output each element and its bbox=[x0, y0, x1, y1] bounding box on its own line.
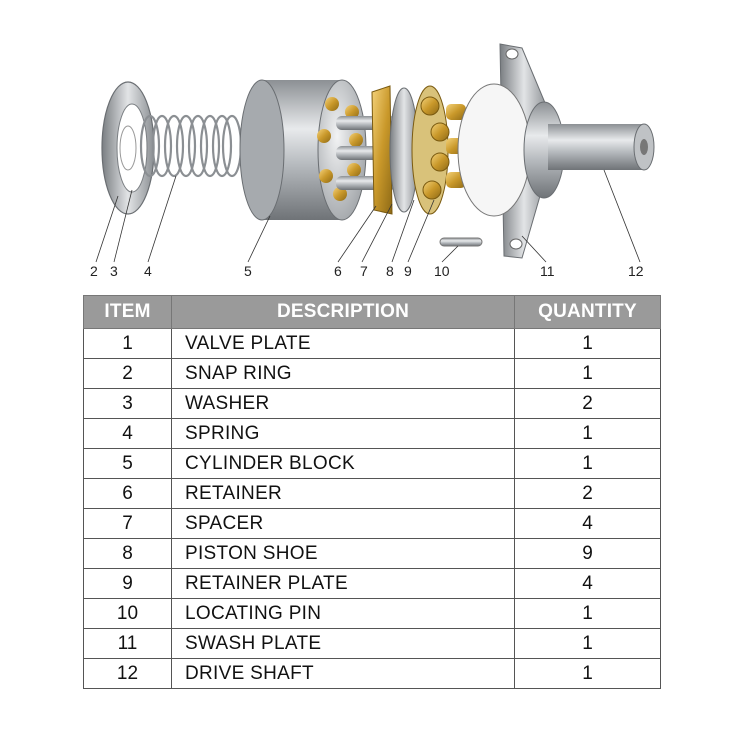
header-item: ITEM bbox=[83, 295, 172, 329]
cell-item: 2 bbox=[83, 358, 172, 389]
cell-item: 10 bbox=[83, 598, 172, 629]
callout-7: 7 bbox=[360, 263, 368, 279]
cell-description: RETAINER PLATE bbox=[171, 568, 515, 599]
cell-description: SPRING bbox=[171, 418, 515, 449]
cell-item: 9 bbox=[83, 568, 172, 599]
cell-quantity: 1 bbox=[514, 448, 661, 479]
cell-item: 12 bbox=[83, 658, 172, 689]
spring-part bbox=[139, 114, 243, 178]
cell-quantity: 1 bbox=[514, 358, 661, 389]
drive-shaft-part bbox=[523, 101, 655, 199]
cell-item: 3 bbox=[83, 388, 172, 419]
cell-quantity: 1 bbox=[514, 628, 661, 659]
cell-item: 4 bbox=[83, 418, 172, 449]
callout-11: 11 bbox=[540, 263, 555, 279]
callout-5: 5 bbox=[244, 263, 252, 279]
cell-quantity: 1 bbox=[514, 598, 661, 629]
cell-description: WASHER bbox=[171, 388, 515, 419]
header-description: DESCRIPTION bbox=[171, 295, 515, 329]
header-quantity: QUANTITY bbox=[514, 295, 661, 329]
leader-lines bbox=[95, 169, 641, 263]
table-header-row: ITEM DESCRIPTION QUANTITY bbox=[83, 295, 661, 329]
cell-quantity: 4 bbox=[514, 508, 661, 539]
cell-quantity: 2 bbox=[514, 478, 661, 509]
cell-quantity: 4 bbox=[514, 568, 661, 599]
cell-item: 7 bbox=[83, 508, 172, 539]
cell-description: SWASH PLATE bbox=[171, 628, 515, 659]
cell-item: 1 bbox=[83, 328, 172, 359]
cell-quantity: 1 bbox=[514, 328, 661, 359]
callout-2: 2 bbox=[90, 263, 98, 279]
callout-12: 12 bbox=[628, 263, 644, 279]
cell-description: CYLINDER BLOCK bbox=[171, 448, 515, 479]
callout-6: 6 bbox=[334, 263, 342, 279]
callout-9: 9 bbox=[404, 263, 412, 279]
cell-quantity: 1 bbox=[514, 658, 661, 689]
callout-3: 3 bbox=[110, 263, 118, 279]
callout-8: 8 bbox=[386, 263, 394, 279]
cell-description: SPACER bbox=[171, 508, 515, 539]
cell-item: 8 bbox=[83, 538, 172, 569]
cell-description: LOCATING PIN bbox=[171, 598, 515, 629]
cell-quantity: 1 bbox=[514, 418, 661, 449]
cell-item: 5 bbox=[83, 448, 172, 479]
callout-4: 4 bbox=[144, 263, 152, 279]
valve-plate-part bbox=[101, 81, 155, 215]
cell-description: DRIVE SHAFT bbox=[171, 658, 515, 689]
cell-description: PISTON SHOE bbox=[171, 538, 515, 569]
cell-item: 11 bbox=[83, 628, 172, 659]
cell-quantity: 2 bbox=[514, 388, 661, 419]
cell-item: 6 bbox=[83, 478, 172, 509]
callout-10: 10 bbox=[434, 263, 450, 279]
cell-description: RETAINER bbox=[171, 478, 515, 509]
exploded-pump-diagram: 2 3 4 5 6 7 8 9 10 11 12 bbox=[90, 43, 655, 279]
cell-description: SNAP RING bbox=[171, 358, 515, 389]
cell-quantity: 9 bbox=[514, 538, 661, 569]
cell-description: VALVE PLATE bbox=[171, 328, 515, 359]
retainer-assembly-part bbox=[371, 85, 466, 215]
locating-pin-part bbox=[439, 237, 483, 247]
